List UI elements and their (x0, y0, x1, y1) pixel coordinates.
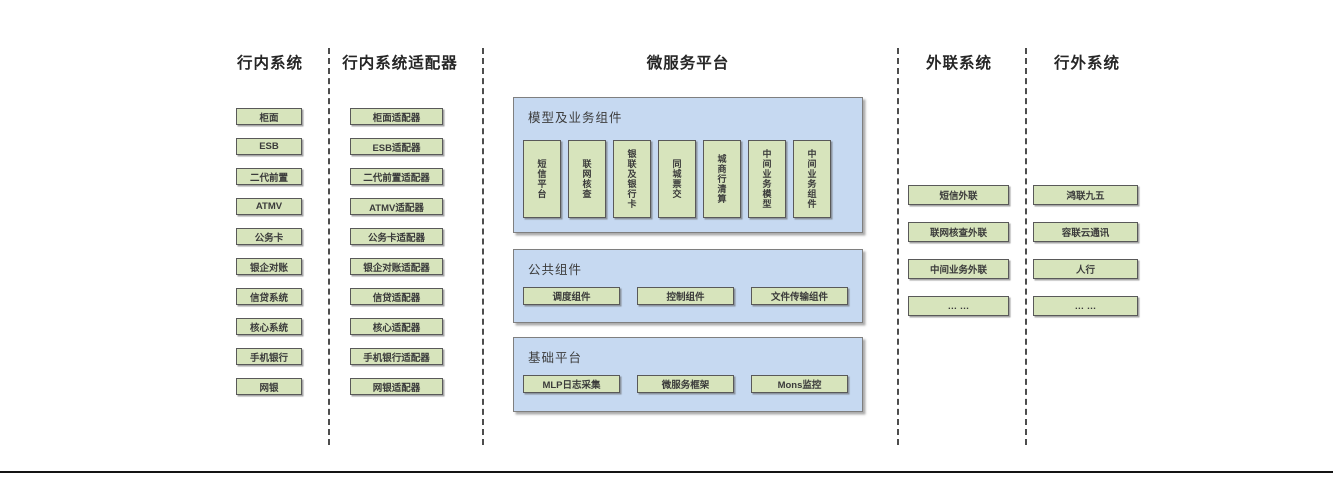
outreach-box: 短信外联 (908, 185, 1009, 205)
external-system-box: … … (1033, 296, 1138, 316)
external-system-box: 人行 (1033, 259, 1138, 279)
adapter-box: ESB适配器 (350, 138, 443, 155)
outreach-box: 联网核查外联 (908, 222, 1009, 242)
outreach-box: 中间业务外联 (908, 259, 1009, 279)
common-component-box: 调度组件 (523, 287, 620, 305)
internal-system-box: 信贷系统 (236, 288, 302, 305)
outreach-box: … … (908, 296, 1009, 316)
bottom-border-line (0, 471, 1333, 473)
divider-line-3 (897, 48, 899, 445)
adapter-box: 公务卡适配器 (350, 228, 443, 245)
model-component-box: 城商行清算 (703, 140, 741, 218)
internal-system-box: 手机银行 (236, 348, 302, 365)
divider-line-1 (328, 48, 330, 445)
internal-system-box: ATMV (236, 198, 302, 215)
column-title-microservice-platform: 微服务平台 (646, 55, 730, 72)
common-component-box: 控制组件 (637, 287, 734, 305)
group-label: 模型及业务组件 (528, 111, 623, 125)
internal-system-box: 银企对账 (236, 258, 302, 275)
column-title-internal-adapters: 行内系统适配器 (342, 55, 458, 72)
model-component-box: 联网核查 (568, 140, 606, 218)
column-title-external-systems: 行外系统 (1053, 55, 1120, 72)
adapter-box: 手机银行适配器 (350, 348, 443, 365)
adapter-box: 网银适配器 (350, 378, 443, 395)
common-component-box: 文件传输组件 (751, 287, 848, 305)
adapter-box: 二代前置适配器 (350, 168, 443, 185)
model-component-box: 中间业务模型 (748, 140, 786, 218)
adapter-box: 信贷适配器 (350, 288, 443, 305)
model-component-box: 银联及银行卡 (613, 140, 651, 218)
adapter-box: ATMV适配器 (350, 198, 443, 215)
group-label: 基础平台 (528, 351, 583, 365)
external-system-box: 鸿联九五 (1033, 185, 1138, 205)
column-title-internal-systems: 行内系统 (236, 55, 303, 72)
internal-system-box: ESB (236, 138, 302, 155)
column-title-outreach-systems: 外联系统 (925, 55, 992, 72)
adapter-box: 银企对账适配器 (350, 258, 443, 275)
internal-system-box: 二代前置 (236, 168, 302, 185)
model-component-box: 中间业务组件 (793, 140, 831, 218)
external-system-box: 容联云通讯 (1033, 222, 1138, 242)
internal-system-box: 核心系统 (236, 318, 302, 335)
internal-system-box: 网银 (236, 378, 302, 395)
divider-line-4 (1025, 48, 1027, 445)
group-label: 公共组件 (528, 263, 583, 277)
divider-line-2 (482, 48, 484, 445)
model-component-box: 短信平台 (523, 140, 561, 218)
base-platform-box: Mons监控 (751, 375, 848, 393)
adapter-box: 柜面适配器 (350, 108, 443, 125)
group-base-platform: 基础平台 (513, 337, 863, 412)
model-component-box: 同城票交 (658, 140, 696, 218)
internal-system-box: 公务卡 (236, 228, 302, 245)
adapter-box: 核心适配器 (350, 318, 443, 335)
group-common-components: 公共组件 (513, 249, 863, 323)
base-platform-box: 微服务框架 (637, 375, 734, 393)
base-platform-box: MLP日志采集 (523, 375, 620, 393)
internal-system-box: 柜面 (236, 108, 302, 125)
